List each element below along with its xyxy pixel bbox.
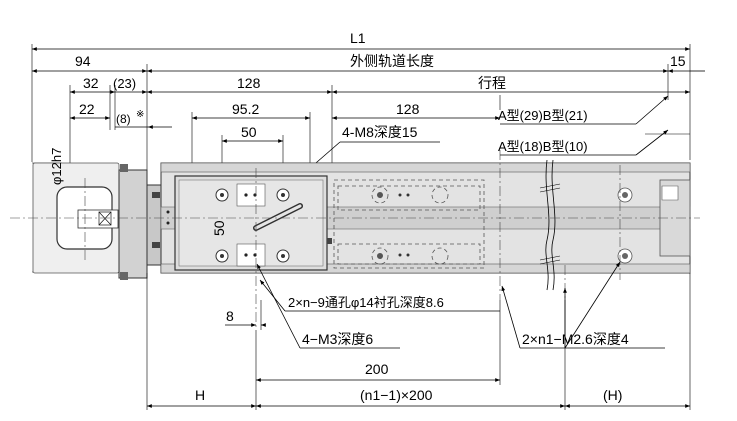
label-shaft-diameter: φ12h7 xyxy=(49,148,64,185)
label-pitch: (n1−1)×200 xyxy=(360,387,433,403)
label-m3: 4−M3深度6 xyxy=(302,331,373,347)
label-8-bottom: 8 xyxy=(226,308,234,324)
label-m8: 4-M8深度15 xyxy=(342,124,418,140)
dimension-lines xyxy=(31,44,705,273)
label-22: 22 xyxy=(79,101,95,117)
label-m26: 2×n1−M2.6深度4 xyxy=(522,331,629,347)
label-200: 200 xyxy=(365,361,389,377)
label-hole-note: 2×n−9通孔φ14衬孔深度8.6 xyxy=(288,295,444,310)
label-94: 94 xyxy=(75,53,91,69)
label-15: 15 xyxy=(670,53,686,69)
center-lines xyxy=(10,150,700,330)
slider-carriage xyxy=(166,175,332,271)
label-h-right: (H) xyxy=(603,387,622,403)
bottom-dimensions xyxy=(146,261,691,410)
break-marks xyxy=(539,159,561,291)
label-star: ※ xyxy=(136,109,144,120)
label-128-right: 128 xyxy=(396,101,420,117)
label-stroke: 行程 xyxy=(478,75,506,91)
label-rail-length: 外侧轨道长度 xyxy=(350,53,434,69)
label-23: (23) xyxy=(113,76,136,91)
label-50-side: 50 xyxy=(211,220,227,236)
label-32: 32 xyxy=(83,75,99,91)
label-8-star: (8) xyxy=(116,112,131,126)
label-h-left: H xyxy=(195,387,205,403)
label-type-a18-b10: A型(18)B型(10) xyxy=(498,139,588,154)
label-128-left: 128 xyxy=(237,75,261,91)
label-50-top: 50 xyxy=(241,124,257,140)
label-95-2: 95.2 xyxy=(232,101,259,117)
label-type-a29-b21: A型(29)B型(21) xyxy=(498,108,588,123)
slider-alternate-position xyxy=(333,179,633,269)
label-overall-length: L1 xyxy=(350,30,366,46)
dimension-labels: L1 94 外侧轨道长度 15 32 (23) 128 行程 22 (8) ※ … xyxy=(49,30,686,403)
